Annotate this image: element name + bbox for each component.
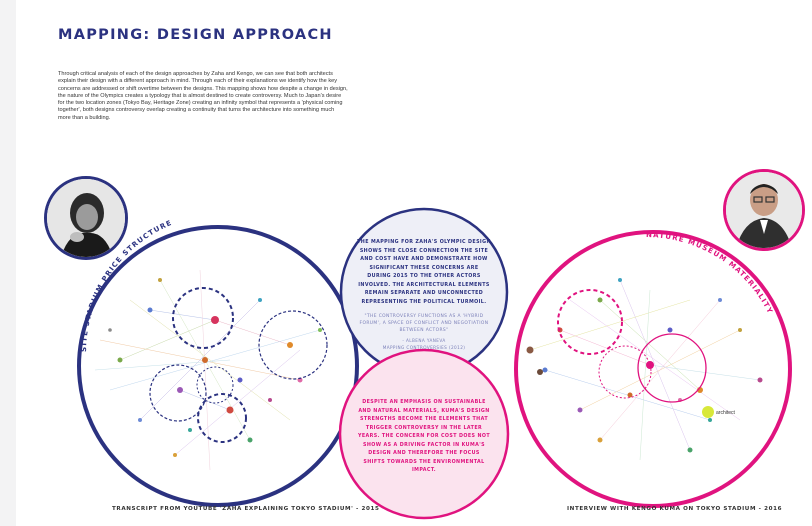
zaha-portrait [44,176,128,260]
zaha-caption: TRANSCRIPT FROM YOUTUBE 'ZAHA EXPLAINING… [112,506,380,512]
center-top-text: THE MAPPING FOR ZAHA'S OLYMPIC DESIGN SH… [357,239,491,351]
zaha-cluster-3 [149,364,207,422]
center-top-body: THE MAPPING FOR ZAHA'S OLYMPIC DESIGN SH… [357,240,491,305]
kuma-network [529,279,761,461]
zaha-cluster-1 [172,287,234,349]
zaha-nodes [108,278,322,457]
center-top-attribution: - ALBENA YANEVA MAPPING CONTROVERSIES (2… [382,338,466,350]
zaha-cluster-4 [197,393,247,443]
kuma-nodes [526,278,763,453]
zaha-cluster-2 [258,310,328,380]
page-edge [0,0,16,526]
kuma-cluster-3 [598,345,652,399]
zaha-cluster-5 [196,366,234,404]
kuma-cluster-2 [637,333,707,403]
kuma-portrait [723,169,805,251]
intro-paragraph: Through critical analysis of each of the… [58,71,348,121]
zaha-map-circle [77,225,359,507]
center-bottom-text: DESPITE AN EMPHASIS ON SUSTAINABLE AND N… [357,400,491,473]
zaha-network [94,269,321,471]
kuma-map-circle [514,230,792,508]
kuma-cluster-1 [557,289,623,355]
page-title: MAPPING: DESIGN APPROACH [58,27,333,43]
kuma-caption: INTERVIEW WITH KENGO KUMA ON TOKYO STADI… [567,506,783,512]
center-top-quote: "THE CONTROVERSY FUNCTIONS AS A 'HYBRID … [359,314,489,333]
kuma-node-label: architect [716,410,736,416]
